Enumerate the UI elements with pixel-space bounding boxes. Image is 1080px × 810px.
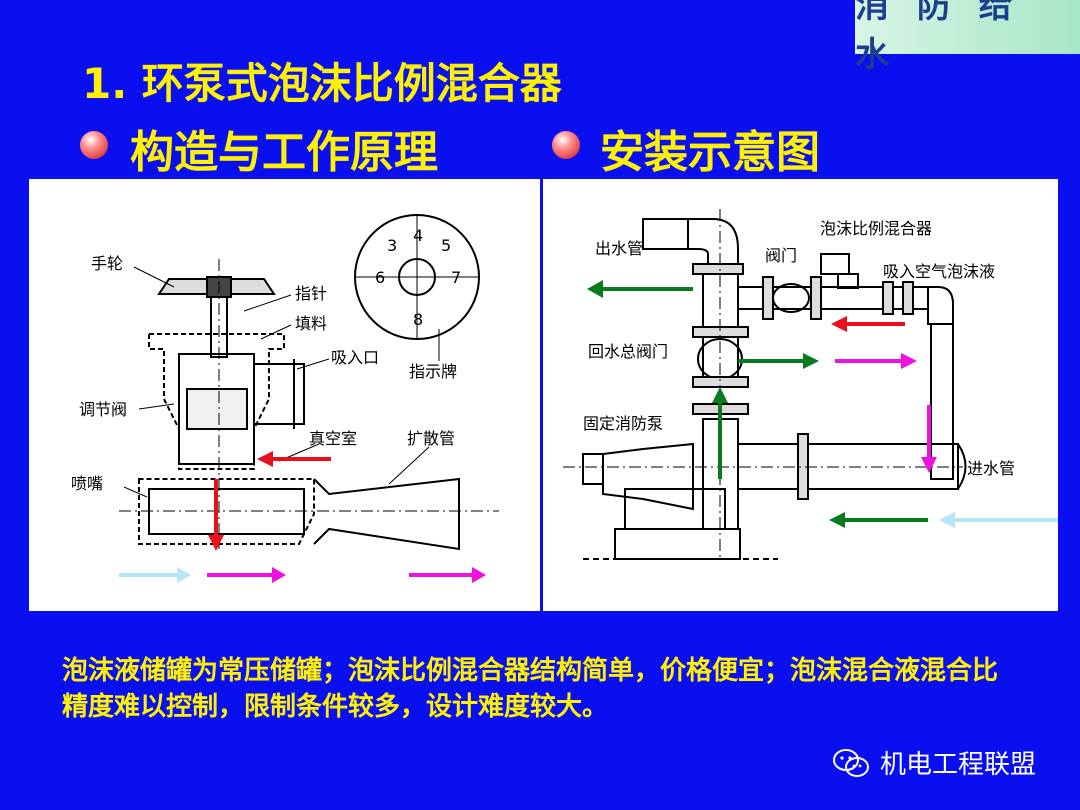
label-outlet: 出水管 xyxy=(595,239,643,258)
label-packing: 填料 xyxy=(295,314,327,333)
label-vacuum: 真空室 xyxy=(309,429,357,448)
label-inlet-pipe: 进水管 xyxy=(967,459,1015,478)
label-dial: 指示牌 xyxy=(409,362,457,381)
magenta-arrow-right xyxy=(472,567,486,583)
dial-number: 6 xyxy=(375,268,385,287)
label-nozzle: 喷嘴 xyxy=(71,474,103,493)
dial-number: 8 xyxy=(413,310,423,329)
label-handwheel: 手轮 xyxy=(91,254,123,273)
magenta-arrow-right xyxy=(272,567,286,583)
installation-diagram: 出水管 泡沫比例混合器 阀门 吸入空气泡沫液 回水总阀门 固定消防泵 进水管 xyxy=(543,179,1058,611)
subtitle-structure: 构造与工作原理 xyxy=(130,127,438,178)
label-pointer: 指针 xyxy=(295,284,327,303)
brand: 机电工程联盟 xyxy=(832,744,1036,781)
label-pump: 固定消防泵 xyxy=(583,414,663,433)
dial-number: 7 xyxy=(451,268,461,287)
dial-number: 3 xyxy=(387,236,397,255)
bullet-icon xyxy=(552,131,580,159)
label-return-valve: 回水总阀门 xyxy=(588,342,668,361)
green-arrow-left xyxy=(587,280,603,298)
lightblue-arrow-right xyxy=(177,567,191,583)
section-tag: 消 防 给 水 xyxy=(855,0,1080,75)
label-mixer: 泡沫比例混合器 xyxy=(820,219,932,238)
lightblue-arrow-left xyxy=(939,512,955,528)
green-arrow-left xyxy=(829,512,845,528)
dial-number: 5 xyxy=(441,236,451,255)
label-suction: 吸入空气泡沫液 xyxy=(883,262,995,281)
page-title: 1. 环泵式泡沫比例混合器 xyxy=(82,59,562,108)
description-text: 泡沫液储罐为常压储罐；泡沫比例混合器结构简单，价格便宜；泡沫混合液混合比精度难以… xyxy=(62,656,999,722)
installation-svg: 出水管 泡沫比例混合器 阀门 吸入空气泡沫液 回水总阀门 固定消防泵 进水管 xyxy=(563,209,1058,560)
label-valve: 阀门 xyxy=(765,246,797,265)
green-arrow-up xyxy=(712,387,728,403)
red-arrow-left xyxy=(257,451,273,467)
structure-diagram: 3 4 5 6 7 8 手轮 指针 填料 吸入口 调节阀 真空室 扩散管 喷嘴 … xyxy=(29,179,540,611)
subtitle-installation: 安装示意图 xyxy=(600,127,820,178)
brand-name: 机电工程联盟 xyxy=(880,750,1037,780)
red-arrow-down xyxy=(208,535,224,551)
dial-number: 4 xyxy=(413,226,423,245)
structure-svg: 3 4 5 6 7 8 手轮 指针 填料 吸入口 调节阀 真空室 扩散管 喷嘴 … xyxy=(71,214,499,583)
label-inlet: 吸入口 xyxy=(331,348,379,367)
label-adjust-valve: 调节阀 xyxy=(79,400,127,419)
red-arrow-left xyxy=(831,316,847,332)
magenta-arrow-right xyxy=(901,353,917,369)
wechat-icon xyxy=(833,748,869,777)
magenta-arrow-down xyxy=(921,457,937,473)
label-diffuser: 扩散管 xyxy=(407,429,455,448)
bullet-icon xyxy=(80,131,108,159)
green-arrow-right xyxy=(803,353,819,369)
